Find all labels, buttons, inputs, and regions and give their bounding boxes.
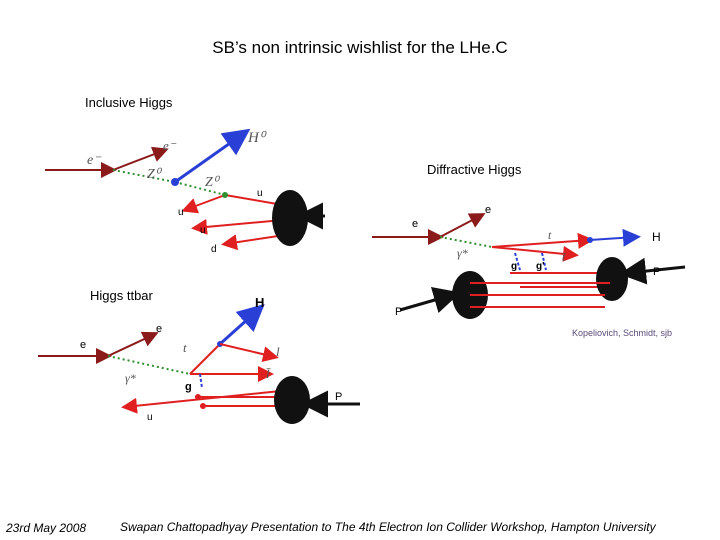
label-z2: Z⁰ <box>205 175 221 190</box>
quark-u-line <box>191 218 284 235</box>
z-boson-line-2 <box>174 181 226 196</box>
label-e-in: e⁻ <box>87 153 102 168</box>
label-h0: H⁰ <box>247 130 267 146</box>
quark-line <box>224 194 284 206</box>
label-e-in: e <box>80 339 86 351</box>
label-g: g <box>185 381 192 393</box>
label-e-out: e <box>156 323 162 335</box>
label-higgs-ttbar: Higgs ttbar <box>90 288 153 303</box>
label-u: u <box>147 412 153 423</box>
label-inclusive-higgs: Inclusive Higgs <box>85 95 173 110</box>
label-g: g <box>511 261 517 272</box>
label-e-out: e⁻ <box>163 138 177 153</box>
label-u3: u <box>200 225 206 236</box>
quark-d-line <box>221 234 286 251</box>
label-p: P <box>335 391 342 403</box>
z-boson-line <box>112 169 176 183</box>
diagram-diffractive-higgs: e e γ* t t̄ g g' H P P <box>372 204 686 319</box>
label-gamma: γ* <box>457 246 468 260</box>
page-title: SB’s non intrinsic wishlist for the LHe.… <box>212 38 508 57</box>
label-p-left: P <box>395 306 402 318</box>
label-u2: u <box>178 207 184 218</box>
label-z1: Z⁰ <box>147 167 163 182</box>
footer-date: 23rd May 2008 <box>6 521 87 535</box>
footer-presenter: Swapan Chattopadhyay Presentation to The… <box>120 520 656 534</box>
label-t: t <box>183 340 187 355</box>
label-p-right: P <box>653 266 660 278</box>
quark-u-out <box>181 194 226 214</box>
higgs-line <box>174 128 251 184</box>
label-d: d <box>211 244 217 255</box>
label-u1: u <box>257 188 263 199</box>
diagram-higgs-ttbar: e e γ* t l l̄ g H u P <box>38 295 360 424</box>
label-diffractive-higgs: Diffractive Higgs <box>427 162 522 177</box>
diagram-inclusive-higgs: e⁻ e⁻ Z⁰ Z⁰ H⁰ u u u d p <box>45 128 325 255</box>
label-t: t <box>548 228 552 242</box>
label-h: H <box>652 230 661 244</box>
label-gamma: γ* <box>125 371 136 385</box>
author-credit: Kopeliovich, Schmidt, sjb <box>572 328 673 338</box>
label-tbar: t̄ <box>562 250 566 264</box>
label-lbar: l̄ <box>266 366 271 381</box>
label-h: H <box>255 295 264 310</box>
label-gprime: g' <box>536 261 545 272</box>
label-e-in: e <box>412 218 418 230</box>
label-l: l <box>276 344 280 359</box>
label-e-out: e <box>485 204 491 216</box>
electron-out-line <box>112 146 169 171</box>
proton-blob <box>272 190 308 246</box>
